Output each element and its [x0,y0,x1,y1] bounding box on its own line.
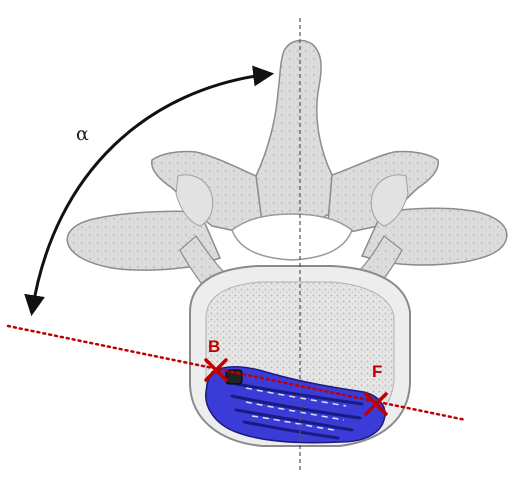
vertebra-bone [67,40,507,290]
vertebral-canal [232,214,352,260]
point-f-label: F [372,362,382,381]
point-b-label: B [208,337,220,356]
angle-label: α [76,123,89,145]
